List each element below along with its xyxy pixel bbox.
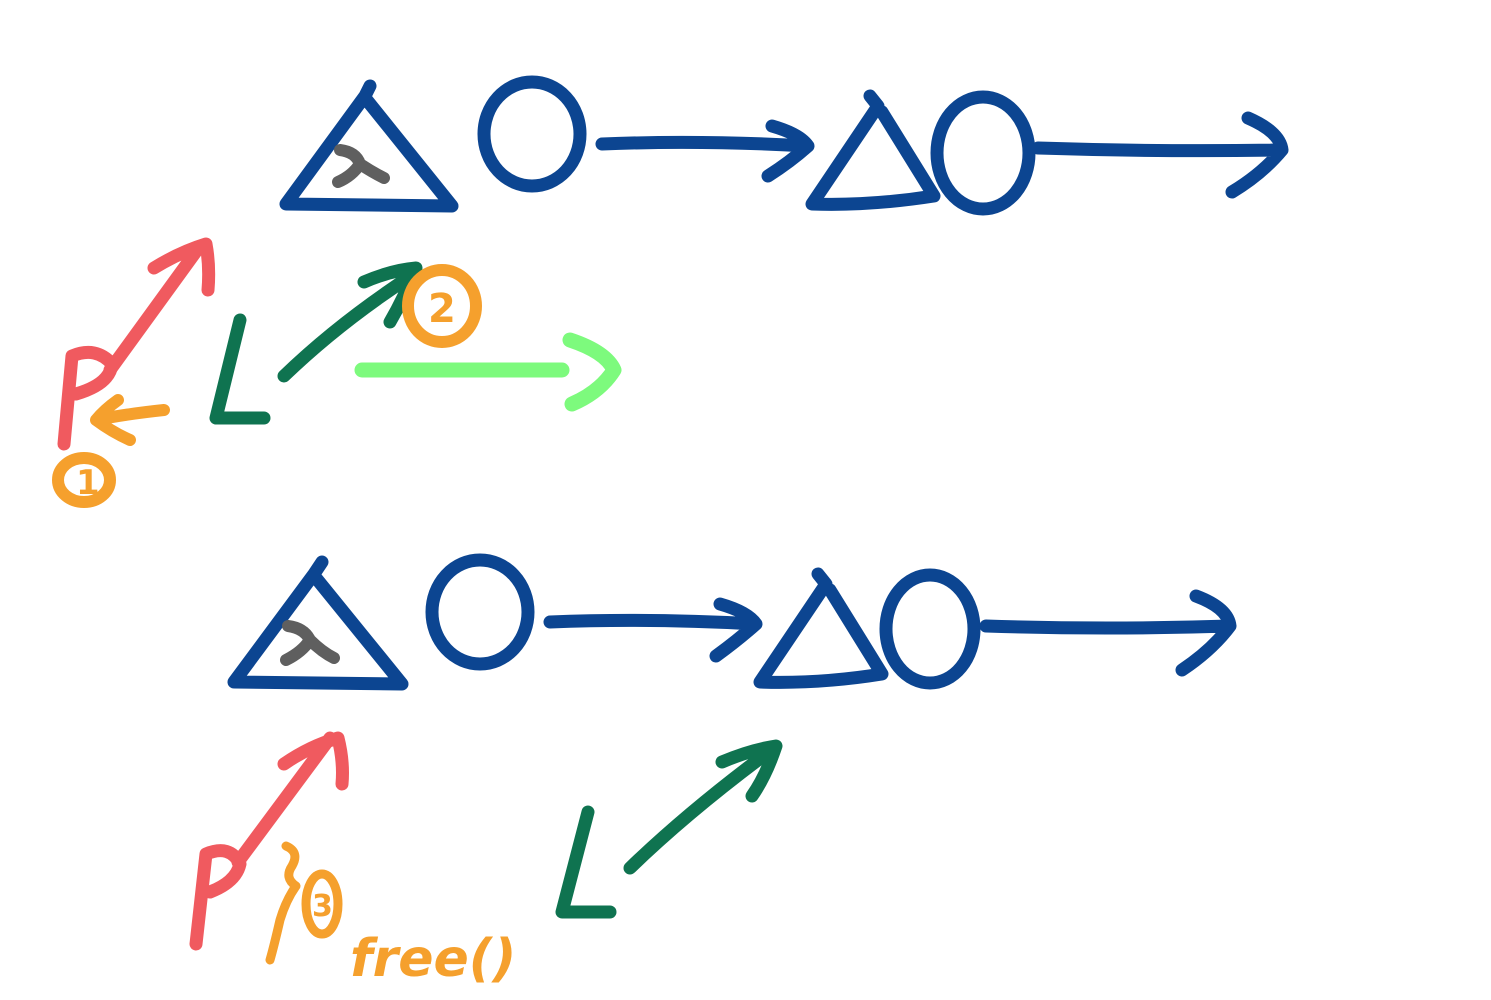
top-node-1-data-triangle xyxy=(279,79,459,213)
top-step-2: 2 xyxy=(354,264,622,412)
bottom-pointer-p: p xyxy=(189,731,349,951)
top-link-1-2-arrow xyxy=(595,119,815,183)
top-move-arrow xyxy=(354,332,622,412)
top-l-arrow xyxy=(277,261,423,383)
top-step-2-number: 2 xyxy=(428,286,456,332)
top-node-2-next-circle xyxy=(930,90,1036,216)
bottom-step-3-number: 3 xyxy=(312,889,333,924)
top-p-arrow xyxy=(103,237,216,377)
top-step-1-number: 1 xyxy=(76,463,100,503)
bottom-linked-list: x p 3 free() L xyxy=(189,553,1237,989)
top-pointer-p: p xyxy=(57,237,216,451)
top-node-1: x xyxy=(279,75,587,213)
top-link-2-next-arrow xyxy=(1031,111,1289,199)
bottom-node-1-next-circle xyxy=(425,553,535,671)
bottom-l-arrow xyxy=(623,739,783,875)
bottom-step-3: 3 free() xyxy=(265,841,516,989)
bottom-node-2-next-circle xyxy=(879,568,981,690)
bottom-node-1: x xyxy=(227,553,535,691)
top-pointer-l: L xyxy=(209,261,423,425)
bottom-step-3-action: free() xyxy=(350,929,516,989)
bottom-node-1-data-triangle xyxy=(227,555,409,691)
bottom-link-2-next-arrow xyxy=(979,589,1237,677)
bottom-link-1-2-arrow xyxy=(543,597,763,663)
top-node-1-x-mark xyxy=(332,144,390,188)
top-linked-list: x p 1 L 2 xyxy=(52,75,1289,508)
bottom-node-1-x-mark xyxy=(280,620,340,666)
top-step-1: 1 xyxy=(52,394,170,508)
bottom-pointer-l: L xyxy=(555,739,783,919)
bottom-step-3-brace xyxy=(265,841,301,965)
top-node-2-data-triangle xyxy=(805,89,941,211)
bottom-node-2-data-triangle xyxy=(753,567,889,689)
top-step-2-circle xyxy=(402,264,482,348)
top-step-1-arrow xyxy=(90,394,170,446)
top-l-letter xyxy=(209,313,271,425)
top-node-1-next-circle xyxy=(477,75,587,193)
bottom-l-letter xyxy=(555,805,617,919)
top-step-1-circle xyxy=(52,452,116,508)
bottom-step-3-circle xyxy=(301,869,343,939)
bottom-node-2 xyxy=(753,567,981,690)
bottom-p-arrow xyxy=(231,731,349,869)
top-node-2 xyxy=(805,89,1036,216)
